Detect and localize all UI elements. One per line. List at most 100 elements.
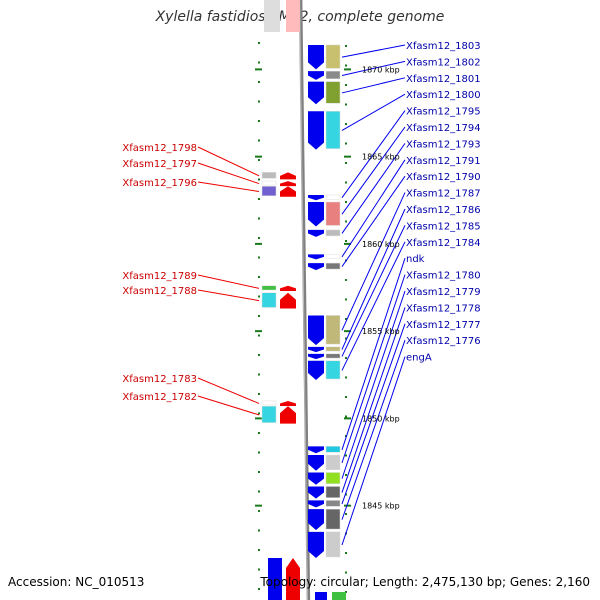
- forward-gene-arrow: [308, 509, 324, 531]
- label-connector: [341, 77, 406, 94]
- forward-gene-arrow: [308, 315, 324, 346]
- forward-gene-arrow: [308, 353, 324, 360]
- minor-tick: [345, 142, 347, 145]
- minor-tick: [258, 490, 260, 493]
- label-connector: [197, 377, 260, 404]
- minor-tick: [345, 513, 347, 515]
- minor-tick: [258, 354, 260, 356]
- gene-label: Xfasm12_1776: [406, 336, 481, 347]
- partial-gene-bottom: [268, 558, 282, 600]
- label-connector: [197, 289, 260, 302]
- minor-tick: [345, 103, 347, 106]
- cog-bar: [325, 70, 341, 80]
- forward-gene-arrow: [308, 71, 324, 80]
- reverse-gene-arrow: [280, 406, 296, 424]
- gene-label: Xfasm12_1800: [406, 90, 481, 101]
- reverse-gene-arrow: [280, 186, 296, 197]
- label-connector: [341, 93, 406, 131]
- forward-gene-arrow: [308, 486, 324, 499]
- gene-label: Xfasm12_1797: [122, 159, 197, 170]
- minor-tick: [345, 493, 347, 496]
- cog-bar: [325, 360, 341, 380]
- gene-label: Xfasm12_1802: [406, 57, 481, 68]
- gene-label: Xfasm12_1794: [406, 123, 481, 134]
- major-tick: [255, 68, 262, 71]
- cog-bar: [325, 262, 341, 270]
- minor-tick: [345, 552, 347, 554]
- forward-gene-arrow: [308, 254, 324, 260]
- minor-tick: [258, 276, 260, 278]
- cog-bar: [325, 229, 341, 237]
- minor-tick: [258, 81, 260, 83]
- label-connector: [341, 290, 406, 479]
- cog-bar: [325, 254, 341, 259]
- cog-bar: [325, 500, 341, 507]
- label-connector: [341, 192, 406, 331]
- kbp-label: 1845 kbp: [362, 502, 400, 511]
- label-connector: [341, 340, 406, 520]
- label-connector: [197, 146, 260, 177]
- label-connector: [341, 126, 406, 215]
- minor-tick: [345, 474, 347, 476]
- major-tick: [255, 242, 262, 245]
- label-connector: [197, 181, 260, 193]
- forward-gene-arrow: [308, 202, 324, 227]
- forward-gene-arrow: [308, 263, 324, 271]
- label-connector: [341, 274, 406, 464]
- label-connector: [341, 44, 406, 58]
- minor-tick: [258, 295, 260, 298]
- reverse-gene-arrow: [280, 172, 296, 180]
- gene-label: Xfasm12_1789: [122, 271, 197, 282]
- minor-tick: [345, 45, 347, 47]
- gene-label: Xfasm12_1790: [406, 172, 481, 183]
- cog-bar: [261, 186, 277, 197]
- label-connector: [341, 110, 406, 198]
- cog-bar: [325, 472, 341, 484]
- partial-gene-top: [286, 0, 300, 32]
- partial-gene-bottom: [286, 558, 300, 600]
- gene-label: Xfasm12_1777: [406, 320, 481, 331]
- minor-tick: [345, 415, 347, 418]
- label-connector: [341, 175, 406, 267]
- gene-label: ndk: [406, 254, 425, 265]
- minor-tick: [258, 178, 260, 181]
- minor-tick: [258, 159, 260, 161]
- major-tick: [255, 330, 262, 333]
- cog-bar: [325, 353, 341, 359]
- minor-tick: [258, 412, 260, 415]
- minor-tick: [345, 318, 347, 320]
- partial-gene-bottom: [332, 592, 346, 600]
- minor-tick: [258, 510, 260, 512]
- genome-backbone: [298, 0, 311, 600]
- label-connector: [341, 143, 406, 234]
- label-connector: [197, 162, 260, 185]
- gene-label: Xfasm12_1784: [406, 238, 481, 249]
- major-tick: [255, 155, 262, 158]
- major-tick: [344, 155, 351, 158]
- gene-label: Xfasm12_1786: [406, 205, 481, 216]
- minor-tick: [345, 435, 347, 437]
- gene-label: Xfasm12_1803: [406, 41, 481, 52]
- minor-tick: [258, 334, 260, 337]
- label-connector: [197, 395, 260, 416]
- cog-bar: [325, 531, 341, 558]
- gene-label: Xfasm12_1787: [406, 189, 481, 200]
- minor-tick: [258, 139, 260, 142]
- cog-bar: [261, 405, 277, 423]
- forward-gene-arrow: [308, 500, 324, 508]
- forward-gene-arrow: [308, 531, 324, 558]
- cog-bar: [325, 454, 341, 470]
- gene-label: Xfasm12_1782: [122, 392, 197, 403]
- gene-label: Xfasm12_1798: [122, 143, 197, 154]
- major-tick: [344, 417, 351, 420]
- minor-tick: [258, 100, 260, 103]
- gene-labels: Xfasm12_1803Xfasm12_1802Xfasm12_1801Xfas…: [122, 41, 481, 546]
- minor-tick: [258, 451, 260, 454]
- minor-tick: [258, 217, 260, 220]
- minor-tick: [345, 220, 347, 223]
- partial-gene-top: [264, 0, 280, 32]
- kbp-label: 1855 kbp: [362, 327, 400, 336]
- cog-bar: [261, 400, 277, 406]
- kbp-label: 1870 kbp: [362, 65, 400, 74]
- forward-gene-arrow: [308, 81, 324, 105]
